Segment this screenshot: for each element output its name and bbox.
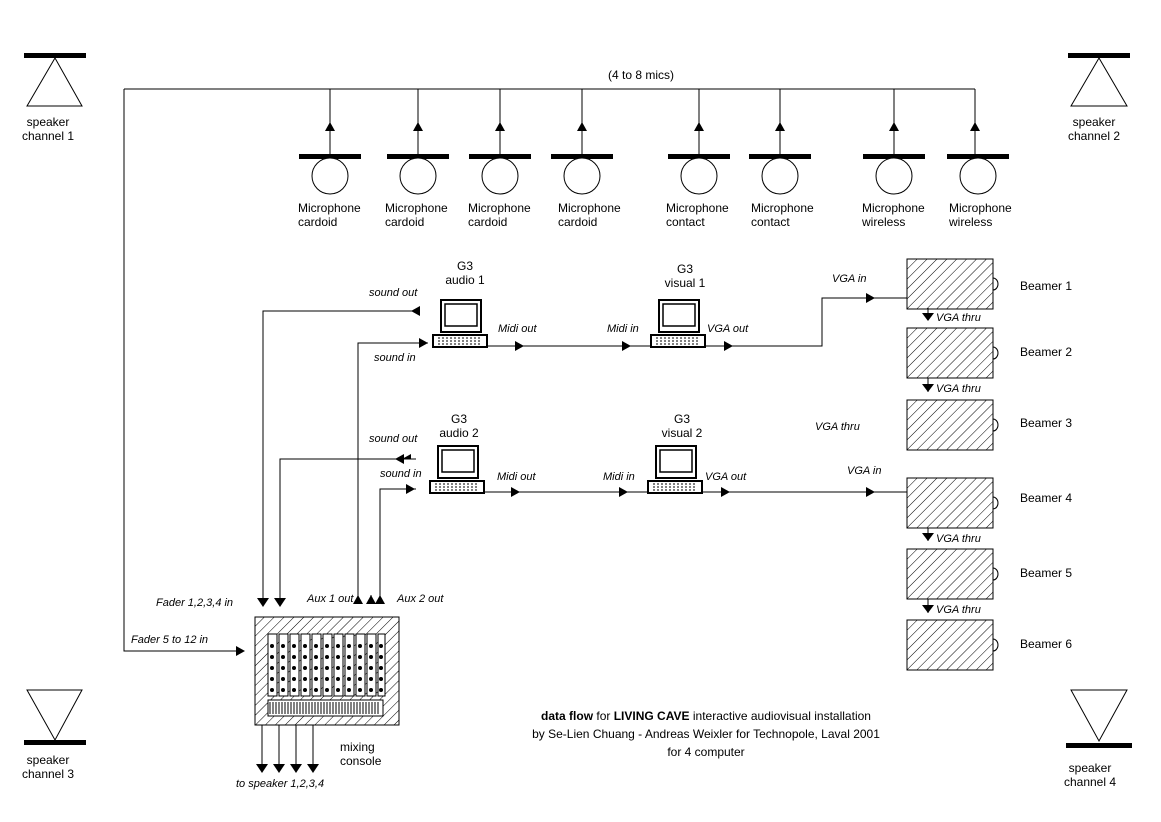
computer-icon-visual-1 — [650, 299, 706, 348]
mic-label-5: Microphone — [666, 201, 729, 215]
computer-icon-visual-2 — [647, 445, 703, 494]
microphone-icon — [298, 153, 362, 195]
speaker-channel-3: speaker channel 3 — [22, 689, 86, 781]
beamer-4 — [906, 477, 999, 529]
microphone-icon — [667, 153, 731, 195]
label-vga-out-1: VGA out — [707, 323, 749, 335]
mic-label-2: Microphone — [385, 201, 448, 215]
label-midi-in-1: Midi in — [607, 323, 639, 335]
g3-visual-2-label: visual 2 — [662, 426, 703, 440]
label-vga-in-1: VGA in — [832, 273, 866, 285]
microphone-icon — [468, 153, 532, 195]
mics-count-label: (4 to 8 mics) — [608, 68, 674, 82]
microphone-icon — [946, 153, 1010, 195]
microphone-array — [298, 89, 1010, 195]
mixing-console-label: mixing — [340, 740, 375, 754]
beamer-2 — [906, 327, 999, 379]
speaker-label: speaker — [27, 115, 70, 129]
caption-line-3: for 4 computer — [667, 745, 744, 759]
caption-normal-1: for — [593, 709, 614, 723]
speaker-label: speaker — [1073, 115, 1116, 129]
mic-label-3: Microphone — [468, 201, 531, 215]
label-vga-thru-5: VGA thru — [936, 604, 981, 616]
speaker-label: channel 1 — [22, 129, 74, 143]
mixing-console — [254, 616, 400, 726]
speaker-label: channel 4 — [1064, 775, 1116, 789]
microphone-icon — [862, 153, 926, 195]
label-midi-out-2: Midi out — [497, 471, 536, 483]
mic-label-6: Microphone — [751, 201, 814, 215]
label-sound-in-2: sound in — [380, 468, 422, 480]
mic-label-2-type: cardoid — [385, 215, 424, 229]
mic-label-8: Microphone — [949, 201, 1012, 215]
beamer-label: Beamer 5 — [1020, 566, 1072, 580]
g3-audio-2-label: audio 2 — [439, 426, 479, 440]
label-to-speaker: to speaker 1,2,3,4 — [236, 778, 324, 790]
g3-visual-1-label: G3 — [677, 262, 693, 276]
beamer-label: Beamer 2 — [1020, 345, 1072, 359]
beamer-label: Beamer 3 — [1020, 416, 1072, 430]
speaker-label: speaker — [1069, 761, 1112, 775]
beamer-3 — [906, 399, 999, 451]
beamer-label: Beamer 1 — [1020, 279, 1072, 293]
label-sound-out-1: sound out — [369, 287, 418, 299]
microphone-icon — [386, 153, 450, 195]
speaker-channel-1: speaker channel 1 — [22, 53, 86, 143]
caption-line-2: by Se-Lien Chuang - Andreas Weixler for … — [532, 727, 880, 741]
caption-bold-1: data flow — [541, 709, 594, 723]
microphone-icon — [748, 153, 812, 195]
label-fader-5-12: Fader 5 to 12 in — [131, 634, 208, 646]
beamer-label: Beamer 4 — [1020, 491, 1072, 505]
label-aux-2-out: Aux 2 out — [396, 593, 444, 605]
label-vga-thru-2: VGA thru — [936, 383, 981, 395]
label-sound-in-1: sound in — [374, 352, 416, 364]
speaker-label: channel 2 — [1068, 129, 1120, 143]
g3-audio-2-label: G3 — [451, 412, 467, 426]
computer-icon-audio-2 — [429, 445, 485, 494]
g3-visual-1-label: visual 1 — [665, 276, 706, 290]
g3-audio-1-label: audio 1 — [445, 273, 485, 287]
mic-label-5-type: contact — [666, 215, 705, 229]
mic-label-8-type: wireless — [948, 215, 992, 229]
mixing-console-label: console — [340, 754, 382, 768]
speaker-channel-4: speaker channel 4 — [1064, 689, 1132, 789]
speaker-label: channel 3 — [22, 767, 74, 781]
label-vga-in-2: VGA in — [847, 465, 881, 477]
speaker-channel-2: speaker channel 2 — [1068, 53, 1130, 143]
mic-label-7: Microphone — [862, 201, 925, 215]
speaker-label: speaker — [27, 753, 70, 767]
g3-audio-1-label: G3 — [457, 259, 473, 273]
caption-bold-2: LIVING CAVE — [614, 709, 690, 723]
microphone-bus — [123, 88, 975, 652]
caption-line-1: data flow for LIVING CAVE interactive au… — [541, 709, 871, 723]
microphone-icon — [550, 153, 614, 195]
g3-visual-2-label: G3 — [674, 412, 690, 426]
beamer-label: Beamer 6 — [1020, 637, 1072, 651]
mic-label-1: Microphone — [298, 201, 361, 215]
beamer-6 — [906, 619, 999, 671]
mic-label-1-type: cardoid — [298, 215, 337, 229]
label-fader-1-4: Fader 1,2,3,4 in — [156, 597, 233, 609]
caption-normal-2: interactive audiovisual installation — [690, 709, 871, 723]
computer-icon-audio-1 — [432, 299, 488, 348]
mic-label-6-type: contact — [751, 215, 790, 229]
beamer-5 — [906, 548, 999, 600]
mic-label-7-type: wireless — [861, 215, 905, 229]
mic-label-3-type: cardoid — [468, 215, 507, 229]
label-sound-out-2: sound out — [369, 433, 418, 445]
beamer-1 — [906, 258, 999, 310]
label-vga-out-2: VGA out — [705, 471, 747, 483]
label-vga-thru-4: VGA thru — [936, 533, 981, 545]
label-midi-in-2: Midi in — [603, 471, 635, 483]
label-aux-1-out: Aux 1 out — [306, 593, 354, 605]
label-vga-thru-1: VGA thru — [936, 312, 981, 324]
label-midi-out-1: Midi out — [498, 323, 537, 335]
mic-label-4: Microphone — [558, 201, 621, 215]
mic-label-4-type: cardoid — [558, 215, 597, 229]
label-vga-thru-3: VGA thru — [815, 421, 860, 433]
